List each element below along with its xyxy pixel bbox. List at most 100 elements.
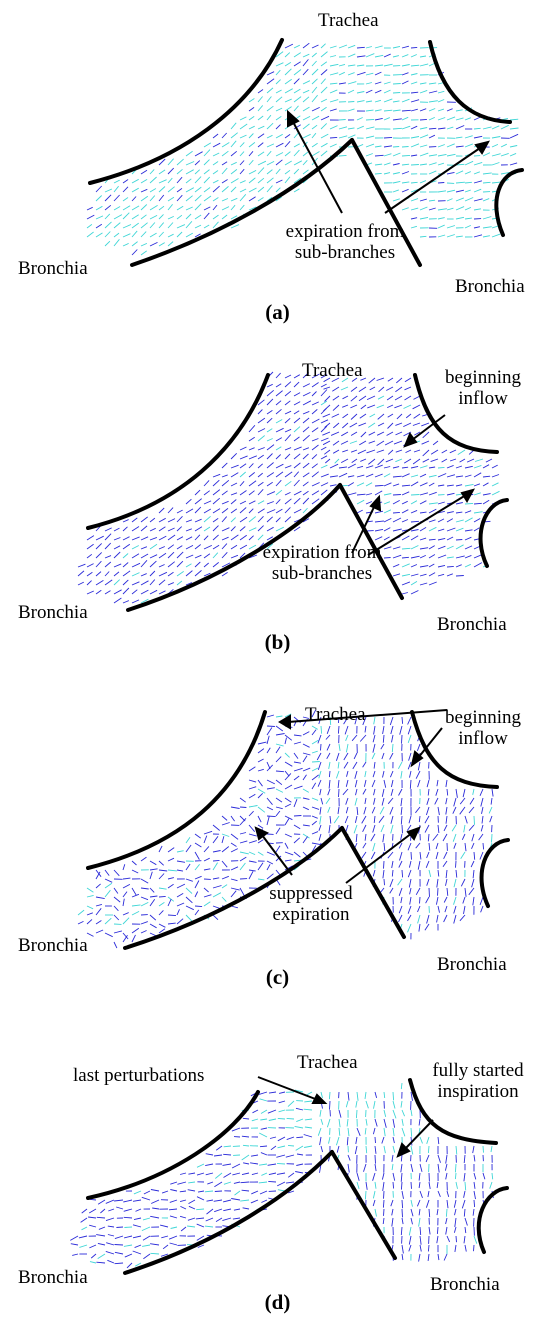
velocity-vector: [384, 879, 385, 885]
velocity-vector: [213, 851, 221, 853]
velocity-vector: [150, 561, 156, 567]
velocity-vector: [195, 507, 201, 513]
velocity-vector: [106, 1243, 114, 1245]
velocity-vector: [249, 825, 255, 832]
velocity-vector: [399, 861, 402, 868]
velocity-vector: [123, 571, 130, 576]
velocity-vector: [492, 1173, 493, 1179]
velocity-vector: [428, 834, 429, 841]
velocity-vector: [222, 151, 228, 156]
velocity-vector: [321, 107, 327, 111]
velocity-vector: [420, 466, 428, 468]
velocity-vector: [429, 492, 437, 495]
velocity-vector: [469, 807, 474, 813]
velocity-vector: [438, 145, 445, 148]
velocity-vector: [418, 861, 420, 870]
velocity-vector: [450, 450, 456, 453]
velocity-vector: [168, 168, 174, 174]
velocity-vector: [474, 128, 481, 129]
velocity-vector: [469, 888, 474, 895]
velocity-vector: [195, 555, 201, 558]
velocity-vector: [454, 843, 456, 849]
velocity-vector: [253, 1110, 259, 1113]
velocity-vector: [454, 906, 456, 914]
velocity-vector: [312, 740, 318, 744]
velocity-vector: [285, 401, 290, 405]
velocity-vector: [243, 1145, 249, 1146]
velocity-vector: [366, 110, 374, 111]
velocity-vector: [204, 177, 210, 183]
velocity-vector: [150, 555, 157, 558]
velocity-vector: [168, 562, 175, 567]
velocity-vector: [380, 807, 384, 814]
velocity-vector: [355, 771, 357, 779]
velocity-vector: [419, 1218, 420, 1227]
velocity-vector: [467, 459, 474, 462]
velocity-vector: [455, 1245, 456, 1252]
velocity-vector: [132, 911, 139, 915]
velocity-vector: [276, 811, 280, 816]
velocity-vector: [267, 170, 272, 174]
velocity-vector: [338, 807, 339, 814]
velocity-vector: [267, 390, 274, 396]
velocity-vector: [384, 82, 391, 84]
velocity-vector: [267, 807, 273, 810]
velocity-vector: [366, 1119, 367, 1126]
velocity-vector: [420, 1227, 421, 1235]
velocity-vector: [168, 552, 174, 558]
velocity-vector: [411, 92, 418, 93]
velocity-vector: [471, 861, 474, 867]
velocity-vector: [231, 133, 238, 138]
velocity-vector: [465, 537, 471, 540]
velocity-vector: [222, 133, 227, 138]
velocity-vector: [276, 188, 280, 192]
velocity-vector: [348, 73, 355, 75]
velocity-vector: [474, 816, 475, 825]
velocity-vector: [359, 441, 366, 445]
velocity-vector: [177, 909, 180, 915]
velocity-vector: [395, 459, 402, 462]
velocity-vector: [105, 918, 111, 924]
velocity-vector: [393, 110, 401, 111]
velocity-vector: [438, 209, 447, 210]
velocity-vector: [249, 126, 255, 129]
velocity-vector: [339, 136, 347, 138]
velocity-vector: [222, 537, 229, 540]
velocity-vector: [186, 864, 190, 870]
velocity-vector: [260, 1146, 267, 1147]
velocity-vector: [258, 152, 264, 156]
velocity-vector: [374, 1101, 376, 1109]
velocity-vector: [276, 80, 281, 84]
velocity-vector: [260, 1191, 267, 1194]
velocity-vector: [276, 771, 284, 772]
velocity-vector: [114, 215, 122, 219]
velocity-vector: [419, 1119, 420, 1126]
velocity-vector: [474, 162, 482, 165]
velocity-vector: [352, 735, 357, 741]
velocity-vector: [346, 1101, 348, 1107]
velocity-vector: [465, 1218, 467, 1226]
velocity-vector: [312, 383, 319, 388]
velocity-vector: [393, 512, 400, 513]
velocity-vector: [321, 143, 328, 147]
velocity-vector: [224, 1182, 231, 1184]
velocity-vector: [168, 870, 177, 871]
velocity-vector: [136, 1209, 142, 1211]
velocity-vector: [312, 439, 318, 442]
velocity-vector: [303, 152, 308, 156]
velocity-vector: [195, 910, 199, 915]
velocity-vector: [285, 472, 292, 477]
velocity-vector: [364, 807, 366, 814]
velocity-vector: [96, 196, 102, 202]
velocity-vector: [438, 128, 445, 129]
velocity-vector: [411, 1182, 412, 1189]
velocity-vector: [402, 182, 409, 183]
velocity-vector: [401, 897, 402, 903]
velocity-vector: [98, 1200, 105, 1204]
annotation-expiration: expiration from sub-branches: [240, 221, 450, 263]
velocity-vector: [429, 546, 435, 549]
velocity-vector: [456, 110, 463, 111]
velocity-vector: [312, 483, 320, 487]
velocity-vector: [240, 447, 247, 450]
velocity-vector: [186, 233, 193, 237]
